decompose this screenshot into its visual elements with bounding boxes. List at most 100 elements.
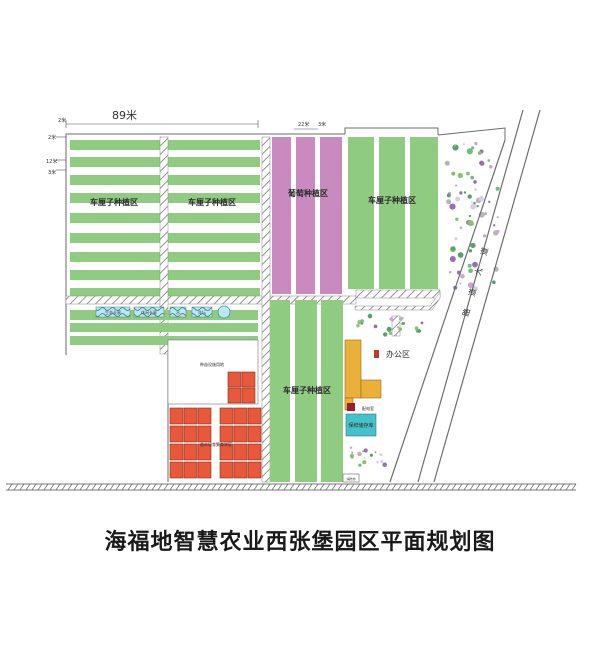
grape-field bbox=[272, 137, 342, 294]
ground-tick bbox=[157, 483, 163, 491]
tree-dot bbox=[470, 201, 473, 204]
field-row bbox=[379, 137, 405, 289]
nursery-plot bbox=[183, 443, 198, 461]
tree-dot bbox=[357, 451, 362, 457]
ground-tick bbox=[133, 483, 139, 491]
field-row bbox=[168, 233, 260, 243]
ground-tick bbox=[103, 483, 109, 491]
ground-tick bbox=[541, 483, 547, 491]
dimension-2-label: 2米 bbox=[58, 117, 66, 124]
field-row bbox=[70, 157, 160, 167]
zone-label-gate: 消防池 bbox=[346, 476, 355, 481]
dimension-89-label: 89米 bbox=[112, 109, 137, 122]
ground-tick bbox=[343, 483, 349, 491]
tree-dot bbox=[463, 191, 467, 194]
ground-tick bbox=[427, 483, 433, 491]
ground-tick bbox=[259, 483, 265, 491]
ground-tick bbox=[211, 483, 217, 491]
nursery-plot bbox=[169, 425, 184, 443]
water-feature bbox=[169, 306, 187, 318]
zone-label-small-building: 配电室 bbox=[362, 405, 374, 411]
nursery-plot bbox=[197, 425, 212, 443]
ground-tick bbox=[217, 483, 223, 491]
tree-dot bbox=[417, 329, 421, 333]
tree-dot bbox=[467, 282, 474, 288]
dimension-3-label: 3米 bbox=[48, 169, 56, 176]
nursery-plot bbox=[219, 461, 234, 479]
dimension-22-label: 22米 bbox=[298, 121, 309, 128]
nursery-plot bbox=[233, 443, 248, 461]
road-char: 道 bbox=[478, 246, 490, 256]
ground-tick bbox=[325, 483, 331, 491]
tree-dot bbox=[449, 203, 456, 210]
ground-tick bbox=[493, 483, 499, 491]
tree-dot bbox=[401, 321, 405, 325]
nursery-plot bbox=[219, 443, 234, 461]
field-row bbox=[70, 336, 258, 345]
tree-dot bbox=[389, 317, 394, 321]
tree-dot bbox=[388, 331, 393, 335]
nursery-plot bbox=[183, 461, 198, 479]
nursery-plot bbox=[233, 461, 248, 479]
field-row bbox=[70, 233, 160, 243]
tree-dot bbox=[398, 327, 403, 332]
ground-tick bbox=[67, 483, 73, 491]
field-row bbox=[410, 137, 438, 289]
tree-dot bbox=[360, 319, 364, 323]
ground-tick bbox=[499, 483, 505, 491]
tree-dot bbox=[450, 246, 456, 251]
cold-storage-building bbox=[345, 413, 377, 437]
ground-tick bbox=[37, 483, 43, 491]
tree-cluster bbox=[349, 141, 500, 468]
nursery-plots-top bbox=[227, 371, 256, 404]
map-title: 海福地智慧农业西张堡园区平面规划图 bbox=[104, 530, 496, 555]
ground-tick bbox=[487, 483, 493, 491]
tree-dot bbox=[493, 224, 496, 227]
tree-dot bbox=[374, 451, 377, 454]
ground-tick bbox=[355, 483, 361, 491]
office-road bbox=[391, 315, 401, 337]
tree-dot bbox=[476, 205, 479, 208]
tree-dot bbox=[357, 319, 361, 323]
ground-tick bbox=[379, 483, 385, 491]
nursery-plot bbox=[219, 407, 234, 425]
tree-dot bbox=[483, 234, 487, 238]
ground-tick bbox=[481, 483, 487, 491]
field-row bbox=[70, 270, 160, 280]
tree-dot bbox=[396, 326, 400, 329]
field-row bbox=[168, 213, 260, 223]
zone-label-cold-storage: 保鲜储存库 bbox=[348, 422, 373, 429]
ground-tick bbox=[91, 483, 97, 491]
tree-dot bbox=[496, 216, 499, 219]
field-row bbox=[168, 175, 260, 185]
vertical-road-2 bbox=[261, 136, 271, 483]
ground-tick bbox=[109, 483, 115, 491]
nursery-plot bbox=[197, 461, 212, 479]
tree-dot bbox=[473, 180, 477, 184]
nursery-plot bbox=[169, 443, 184, 461]
tree-dot bbox=[394, 333, 398, 336]
tree-dot bbox=[462, 143, 465, 146]
tree-dot bbox=[444, 160, 450, 166]
ground-tick bbox=[361, 483, 367, 491]
nursery-plot bbox=[233, 425, 248, 443]
ground-tick bbox=[229, 483, 235, 491]
site-boundary bbox=[65, 127, 506, 482]
ground-tick bbox=[517, 483, 523, 491]
ground-tick bbox=[331, 483, 337, 491]
zone-label-cherry-right: 车厘子种植区 bbox=[368, 195, 416, 205]
tree-dot bbox=[471, 146, 475, 150]
ground-tick bbox=[121, 483, 127, 491]
cherry-field-bottom bbox=[270, 300, 343, 482]
tree-dot bbox=[349, 453, 354, 458]
cherry-field-left bbox=[70, 140, 260, 298]
tree-dot bbox=[455, 217, 459, 221]
field-row bbox=[70, 323, 258, 332]
nursery-plot bbox=[183, 425, 198, 443]
ground-tick bbox=[19, 483, 25, 491]
nursery-plot bbox=[227, 387, 242, 404]
field-row bbox=[70, 288, 160, 298]
tree-dot bbox=[495, 186, 500, 191]
ground-tick bbox=[283, 483, 289, 491]
ground-tick bbox=[85, 483, 91, 491]
